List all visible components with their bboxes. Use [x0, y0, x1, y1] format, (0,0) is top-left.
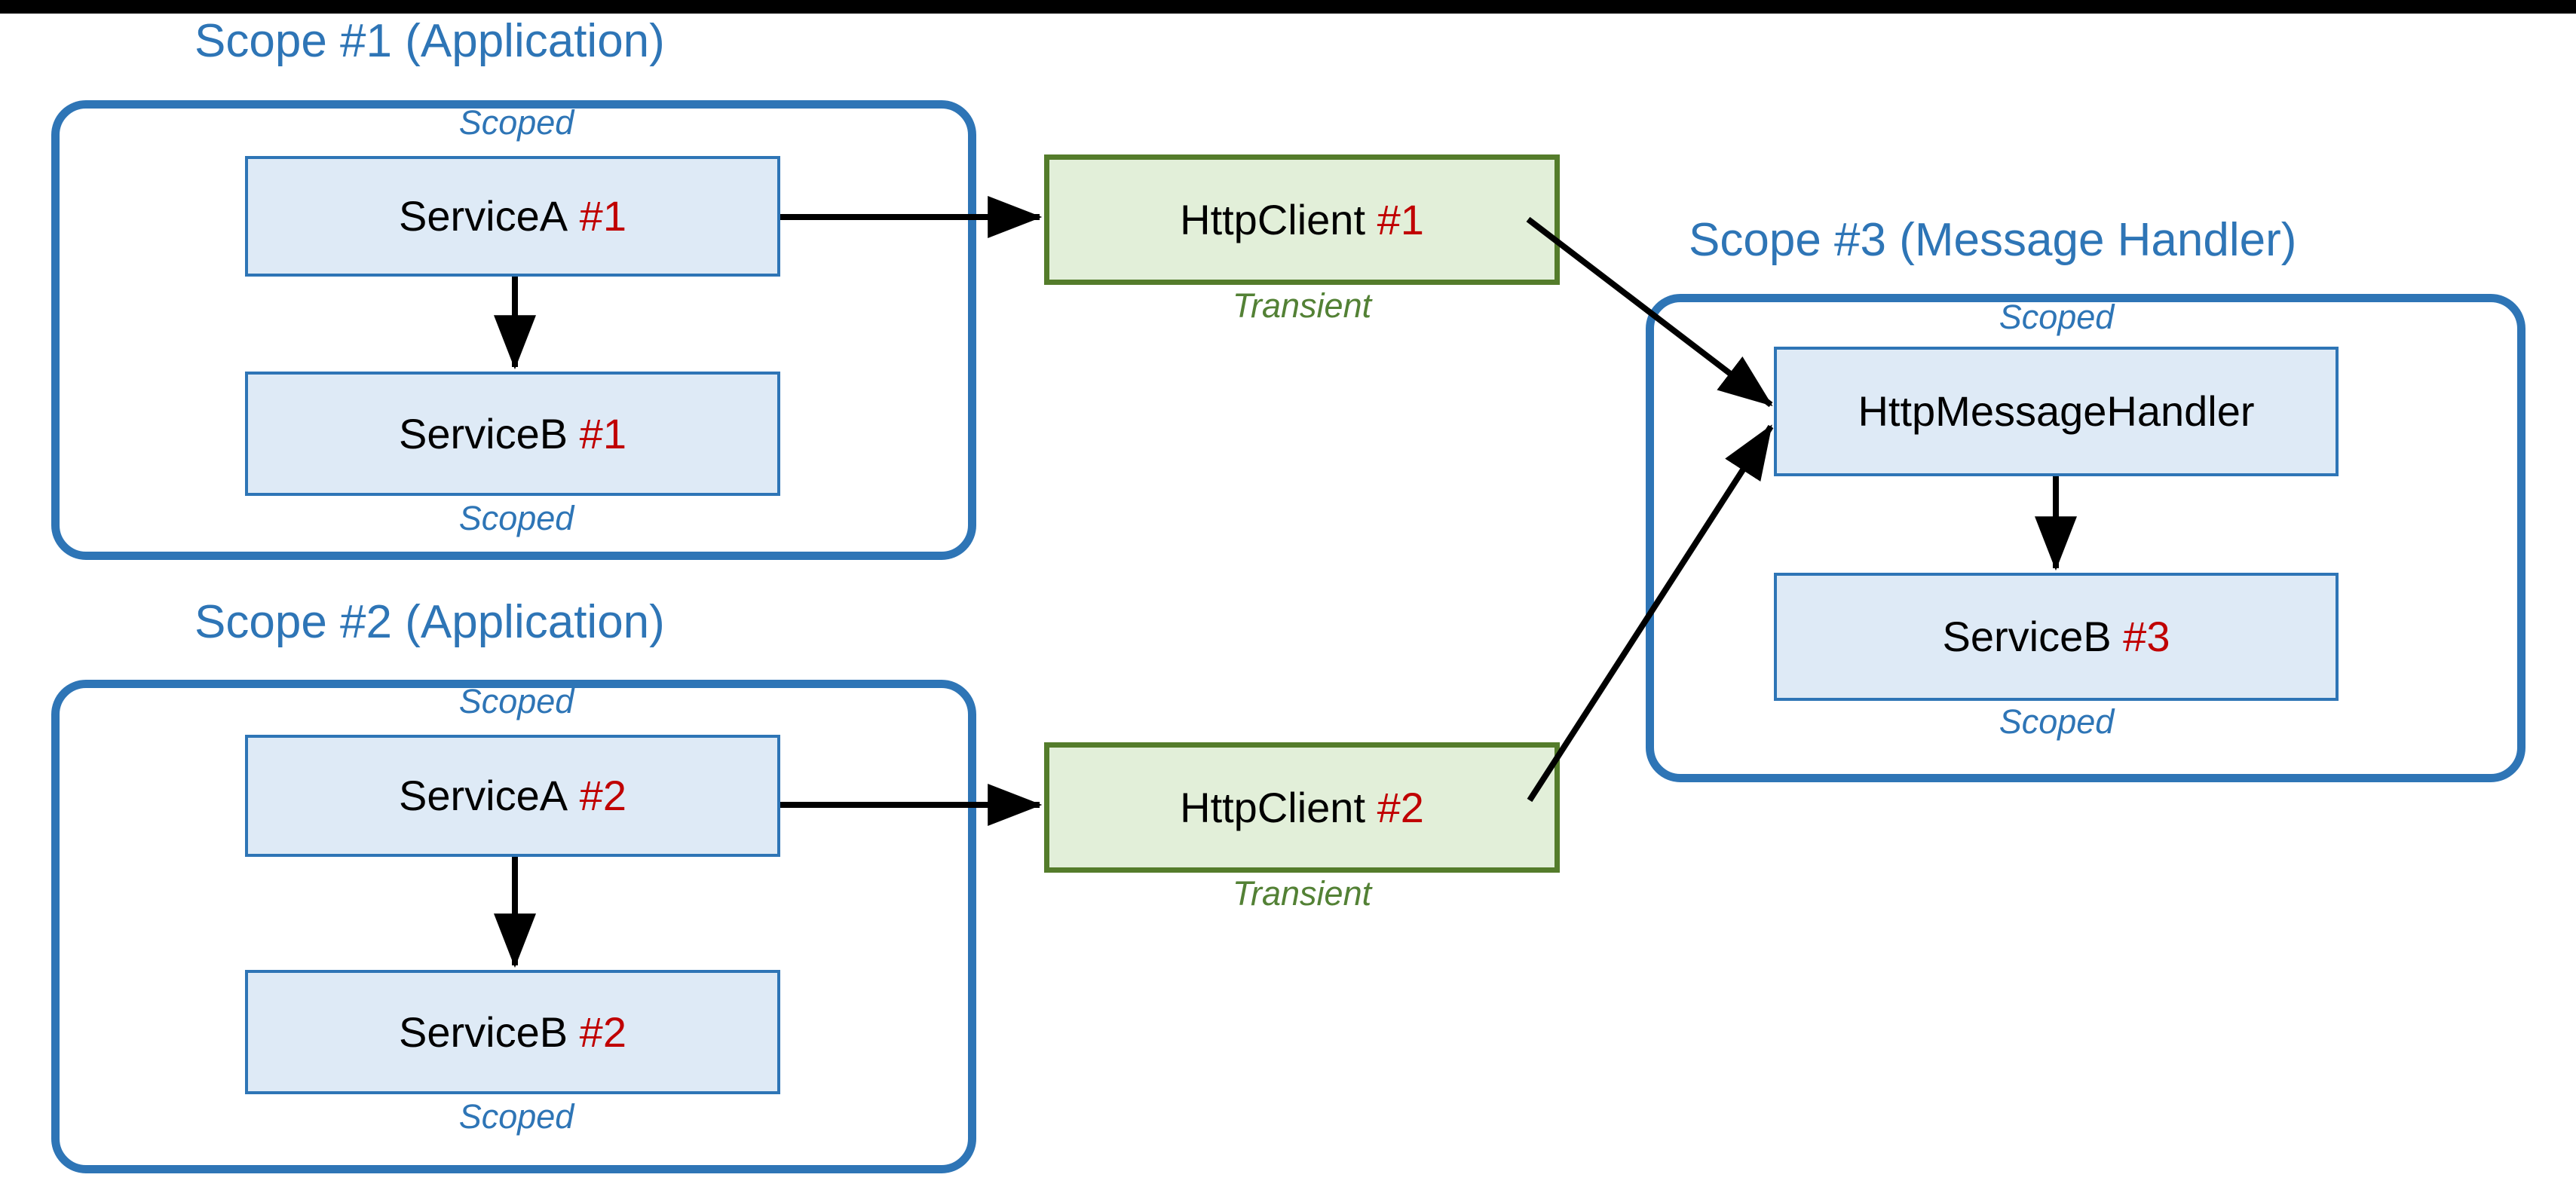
serviceB3-lifetime-label: Scoped — [1999, 702, 2115, 741]
serviceB1-lifetime-label: Scoped — [458, 499, 574, 537]
node-httpclient2[interactable]: HttpClient #2 — [1044, 742, 1560, 873]
node-serviceA1-label: ServiceA #1 — [399, 192, 626, 240]
node-httpmessagehandler[interactable]: HttpMessageHandler — [1774, 347, 2339, 476]
scope-1-title: Scope #1 (Application) — [195, 15, 665, 67]
node-httpclient1[interactable]: HttpClient #1 — [1044, 154, 1560, 285]
scope-2-title: Scope #2 (Application) — [195, 596, 665, 648]
serviceB2-lifetime-label: Scoped — [458, 1097, 574, 1136]
node-httpclient1-label: HttpClient #1 — [1180, 195, 1424, 243]
node-serviceB1-label: ServiceB #1 — [399, 409, 626, 457]
serviceA1-lifetime-label: Scoped — [458, 103, 574, 142]
node-serviceA2[interactable]: ServiceA #2 — [245, 735, 780, 857]
httpclient2-lifetime-label: Transient — [1232, 874, 1372, 913]
node-serviceB3-label: ServiceB #3 — [1942, 613, 2170, 660]
node-httpclient2-label: HttpClient #2 — [1180, 783, 1424, 831]
node-serviceA1[interactable]: ServiceA #1 — [245, 156, 780, 277]
node-serviceB3[interactable]: ServiceB #3 — [1774, 573, 2339, 701]
top-black-band — [0, 0, 2576, 14]
node-serviceB2[interactable]: ServiceB #2 — [245, 970, 780, 1094]
node-serviceB1[interactable]: ServiceB #1 — [245, 372, 780, 496]
scope-1-container — [51, 100, 976, 560]
node-serviceA2-label: ServiceA #2 — [399, 772, 626, 819]
node-serviceB2-label: ServiceB #2 — [399, 1008, 626, 1056]
httpclient1-lifetime-label: Transient — [1232, 286, 1372, 325]
node-httpmessagehandler-label: HttpMessageHandler — [1858, 387, 2255, 435]
serviceA2-lifetime-label: Scoped — [458, 682, 574, 720]
scope-3-title: Scope #3 (Message Handler) — [1689, 214, 2297, 266]
httpmessagehandler-lifetime-label: Scoped — [1999, 298, 2115, 336]
scope-2-container — [51, 680, 976, 1173]
